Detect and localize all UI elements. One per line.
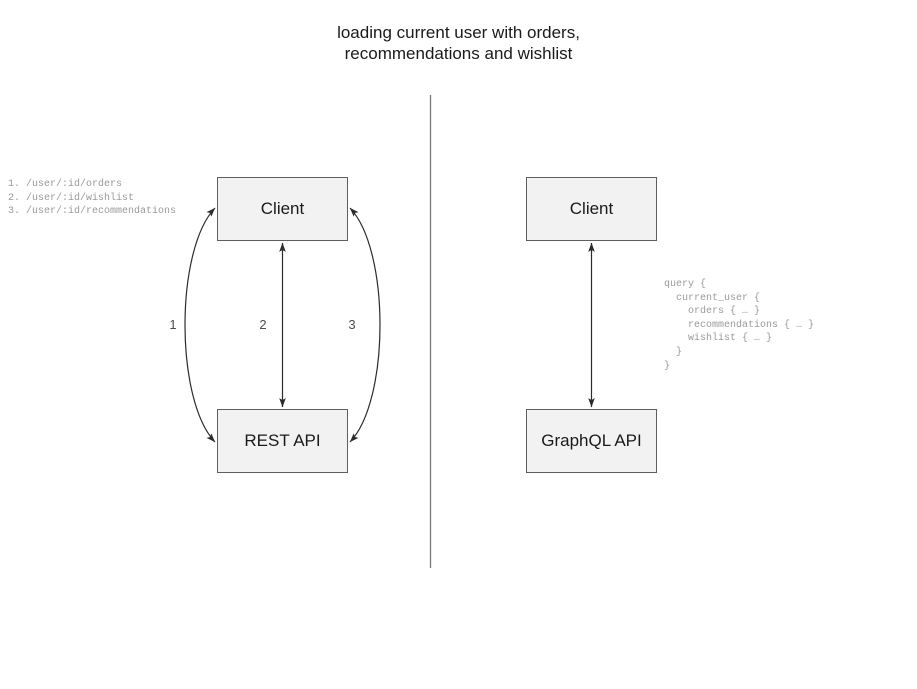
- node-graphql-api[interactable]: GraphQL API: [526, 409, 657, 473]
- arrow-label-2: 2: [259, 317, 267, 332]
- node-rest-api[interactable]: REST API: [217, 409, 348, 473]
- graphql-query-snippet: query { current_user { orders { … } reco…: [664, 279, 815, 372]
- arrow-rest-1: [184, 207, 216, 443]
- arrow-label-1: 1: [169, 317, 177, 332]
- node-graphql-api-label: GraphQL API: [541, 431, 642, 450]
- page-title: loading current user with orders, recomm…: [337, 23, 580, 63]
- node-client-rest-label: Client: [260, 199, 305, 218]
- node-client-graphql-label: Client: [569, 199, 614, 218]
- node-client-graphql[interactable]: Client: [526, 177, 657, 241]
- rest-endpoints-list: 1. /user/:id/orders 2. /user/:id/wishlis…: [8, 179, 177, 218]
- arrow-label-3: 3: [348, 317, 356, 332]
- node-client-rest[interactable]: Client: [217, 177, 348, 241]
- node-rest-api-label: REST API: [244, 431, 321, 450]
